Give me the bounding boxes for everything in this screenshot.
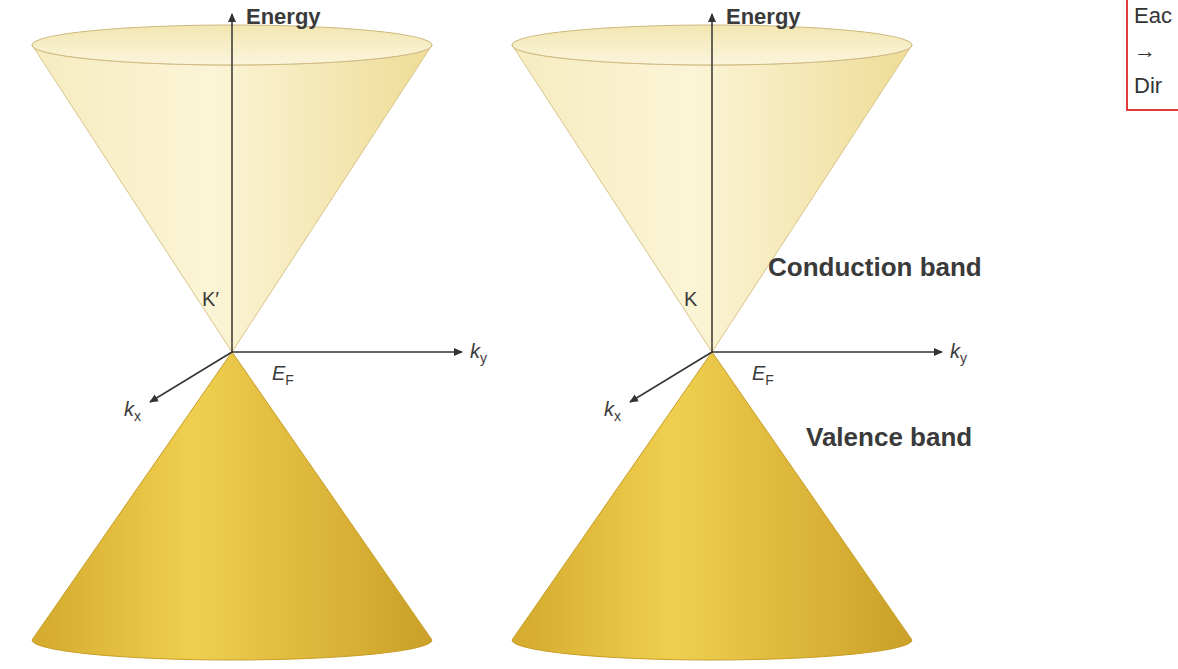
axis-label: kx: [604, 398, 621, 424]
band-label: Conduction band: [768, 252, 982, 283]
cone-left: [32, 14, 462, 660]
band-label: Valence band: [806, 422, 972, 453]
fermi-label: EF: [752, 362, 774, 388]
fermi-label: EF: [272, 362, 294, 388]
axis-label: ky: [470, 340, 487, 366]
valley-label: K: [684, 288, 697, 311]
axis-label: kx: [124, 398, 141, 424]
cone-right: [512, 14, 942, 660]
axis-label: ky: [950, 340, 967, 366]
note-box: Eac → Dir: [1126, 0, 1178, 111]
axis-title: Energy: [726, 4, 801, 30]
note-text: Eac → Dir: [1134, 0, 1178, 103]
axis-title: Energy: [246, 4, 321, 30]
valley-label: K′: [202, 288, 219, 311]
